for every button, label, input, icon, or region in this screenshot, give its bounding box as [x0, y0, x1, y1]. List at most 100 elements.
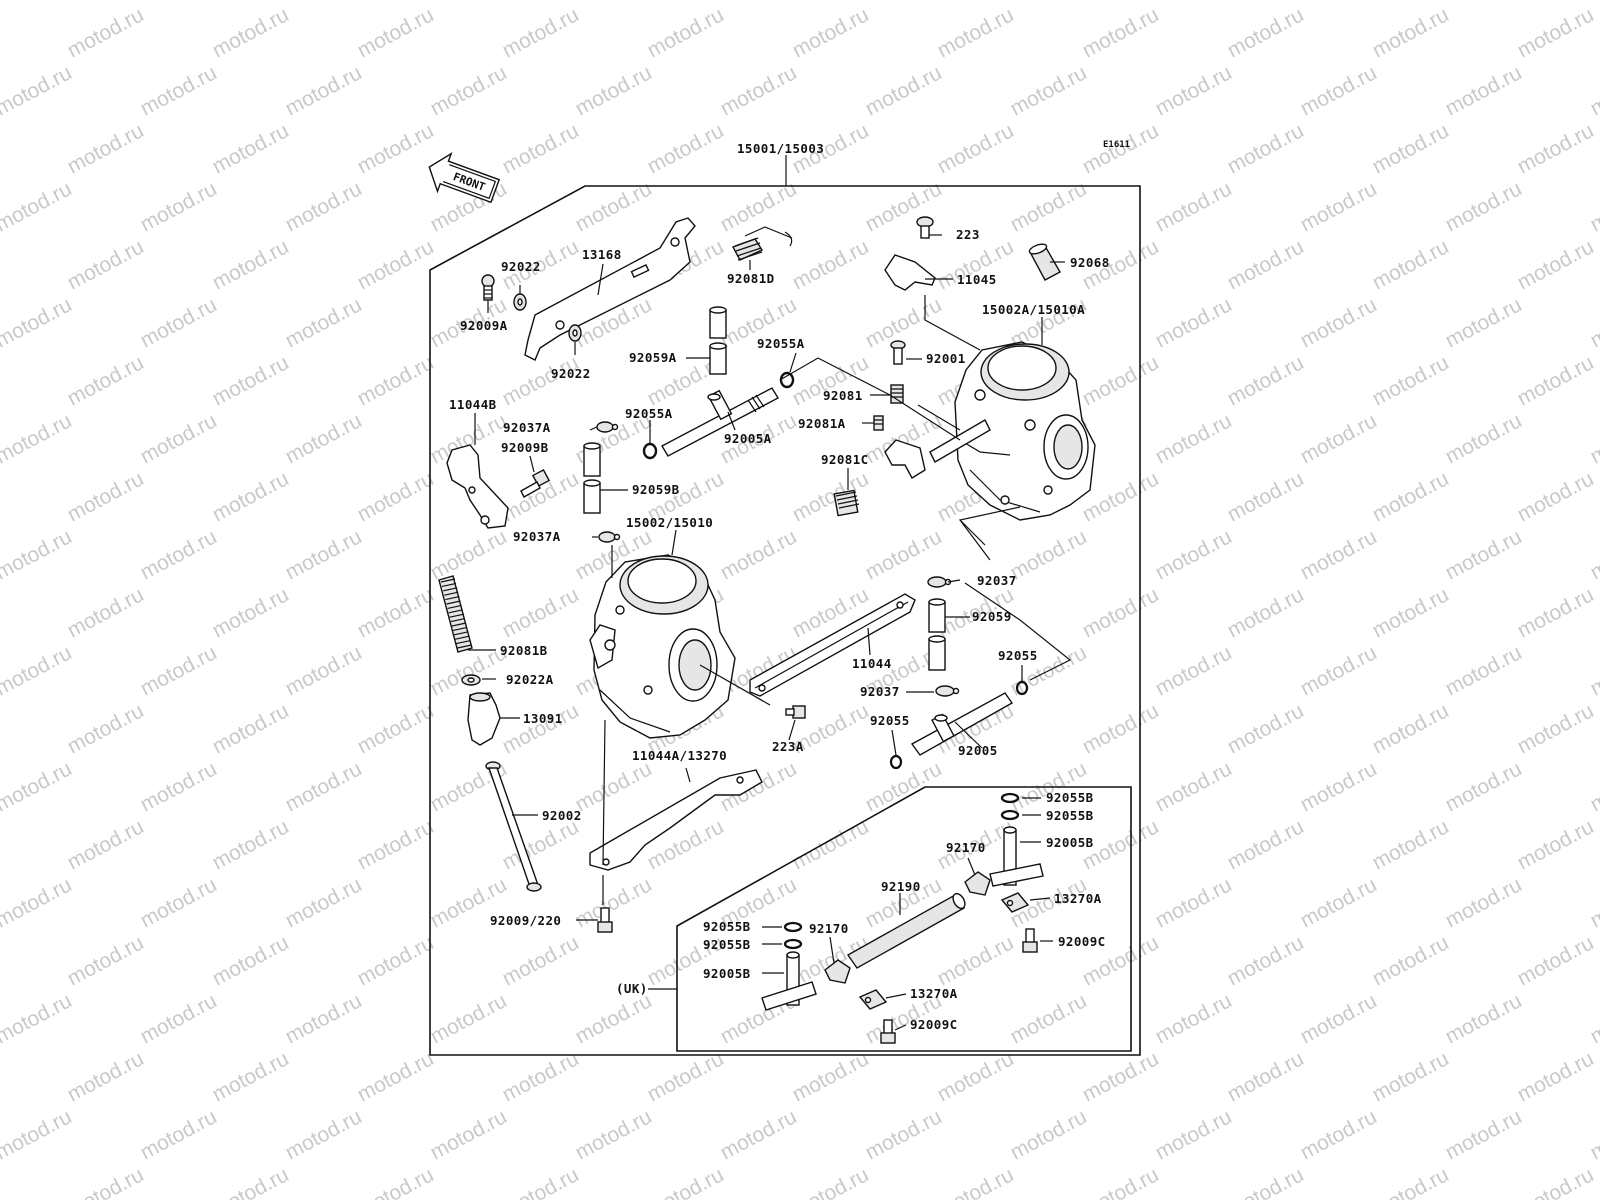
screw-92001: [890, 340, 906, 365]
label-92081b: 92081B: [500, 643, 548, 658]
watermark-text: motod.ru: [0, 351, 3, 410]
spring-92081c: [833, 489, 860, 517]
watermark-text: motod.ru: [1514, 699, 1598, 758]
hose-92190: [846, 892, 966, 969]
bolt-92009a: [481, 274, 495, 301]
watermark-text: motod.ru: [1587, 525, 1600, 584]
watermark-text: motod.ru: [934, 931, 1018, 990]
clamp-92170: [964, 871, 991, 896]
watermark-text: motod.ru: [499, 699, 583, 758]
watermark-text: motod.ru: [137, 989, 221, 1048]
watermark-text: motod.ru: [137, 1105, 221, 1164]
watermark-text: motod.ru: [1514, 119, 1598, 178]
watermark-text: motod.ru: [0, 119, 3, 178]
watermark-text: motod.ru: [1224, 467, 1308, 526]
watermark-text: motod.ru: [1514, 351, 1598, 410]
oring-92055b-2: [1000, 809, 1020, 821]
watermark-text: motod.ru: [572, 757, 656, 816]
spring-92081d: [731, 226, 793, 261]
watermark-text: motod.ru: [209, 931, 293, 990]
watermark-text: motod.ru: [1224, 1047, 1308, 1106]
label-92009c: 92009C: [1058, 934, 1106, 949]
watermark-text: motod.ru: [0, 177, 76, 236]
uk-subframe: [676, 786, 1132, 1052]
watermark-text: motod.ru: [1297, 61, 1381, 120]
watermark-text: motod.ru: [354, 583, 438, 642]
watermark-text: motod.ru: [1079, 1047, 1163, 1106]
label-92055b-2: 92055B: [1046, 808, 1094, 823]
watermark-text: motod.ru: [209, 1047, 293, 1106]
watermark-text: motod.ru: [1079, 3, 1163, 62]
watermark-text: motod.ru: [1224, 1163, 1308, 1200]
label-92009c-b: 92009C: [910, 1017, 958, 1032]
watermark-text: motod.ru: [1587, 641, 1600, 700]
watermark-text: motod.ru: [1442, 177, 1526, 236]
watermark-text: motod.ru: [1224, 351, 1308, 410]
watermark-text: motod.ru: [1007, 989, 1091, 1048]
watermark-text: motod.ru: [0, 815, 3, 874]
watermark-text: motod.ru: [499, 3, 583, 62]
oring-92055-b: [889, 754, 903, 770]
watermark-text: motod.ru: [354, 931, 438, 990]
watermark-text: motod.ru: [1152, 873, 1236, 932]
watermark-text: motod.ru: [717, 0, 801, 4]
watermark-text: motod.ru: [862, 61, 946, 120]
watermark-text: motod.ru: [572, 873, 656, 932]
watermark-text: motod.ru: [1587, 989, 1600, 1048]
label-92022a: 92022A: [506, 672, 554, 687]
watermark-text: motod.ru: [1297, 409, 1381, 468]
tube-92059a: [709, 306, 727, 375]
label-11044b: 11044B: [449, 397, 497, 412]
watermark-text: motod.ru: [1442, 641, 1526, 700]
watermark-text: motod.ru: [1442, 1105, 1526, 1164]
watermark-text: motod.ru: [1587, 1105, 1600, 1164]
fitting-92005b: [989, 826, 1044, 887]
watermark-text: motod.ru: [1224, 699, 1308, 758]
watermark-text: motod.ru: [1442, 0, 1526, 4]
label-92055a-top: 92055A: [757, 336, 805, 351]
watermark-text: motod.ru: [64, 235, 148, 294]
watermark-text: motod.ru: [1224, 931, 1308, 990]
watermark-text: motod.ru: [354, 699, 438, 758]
watermark-text: motod.ru: [789, 467, 873, 526]
screw-223a: [785, 705, 806, 719]
label-92059b: 92059B: [632, 482, 680, 497]
label-92068: 92068: [1070, 255, 1110, 270]
label-92001: 92001: [926, 351, 966, 366]
throttle-shaft: [929, 419, 991, 463]
watermark-text: motod.ru: [0, 989, 76, 1048]
watermark-text: motod.ru: [282, 409, 366, 468]
watermark-text: motod.ru: [934, 1047, 1018, 1106]
watermark-text: motod.ru: [0, 583, 3, 642]
oring-92055a-top: [779, 371, 795, 389]
label-92059: 92059: [972, 609, 1012, 624]
watermark-text: motod.ru: [282, 61, 366, 120]
watermark-text: motod.ru: [137, 757, 221, 816]
plug-92037-b: [935, 685, 955, 697]
block-13091: [467, 692, 501, 746]
watermark-text: motod.ru: [789, 1047, 873, 1106]
watermark-text: motod.ru: [1297, 757, 1381, 816]
watermark-text: motod.ru: [427, 525, 511, 584]
bolt-92009c: [1022, 928, 1038, 953]
watermark-text: motod.ru: [137, 293, 221, 352]
watermark-text: motod.ru: [1587, 0, 1600, 4]
watermark-text: motod.ru: [1587, 757, 1600, 816]
watermark-text: motod.ru: [1297, 641, 1381, 700]
label-13270a-b: 13270A: [910, 986, 958, 1001]
watermark-text: motod.ru: [934, 3, 1018, 62]
watermark-text: motod.ru: [354, 3, 438, 62]
spring-92081a: [873, 415, 884, 431]
watermark-text: motod.ru: [499, 1047, 583, 1106]
watermark-text: motod.ru: [1514, 815, 1598, 874]
watermark-text: motod.ru: [1152, 0, 1236, 4]
plate-13270a: [1000, 892, 1030, 913]
clamp-92170-b: [824, 959, 851, 984]
watermark-text: motod.ru: [64, 351, 148, 410]
watermark-text: motod.ru: [0, 3, 3, 62]
oring-92055a: [642, 442, 658, 460]
watermark-text: motod.ru: [209, 1163, 293, 1200]
assembly-frame: [429, 185, 1141, 1056]
watermark-text: motod.ru: [1152, 757, 1236, 816]
watermark-text: motod.ru: [1369, 467, 1453, 526]
